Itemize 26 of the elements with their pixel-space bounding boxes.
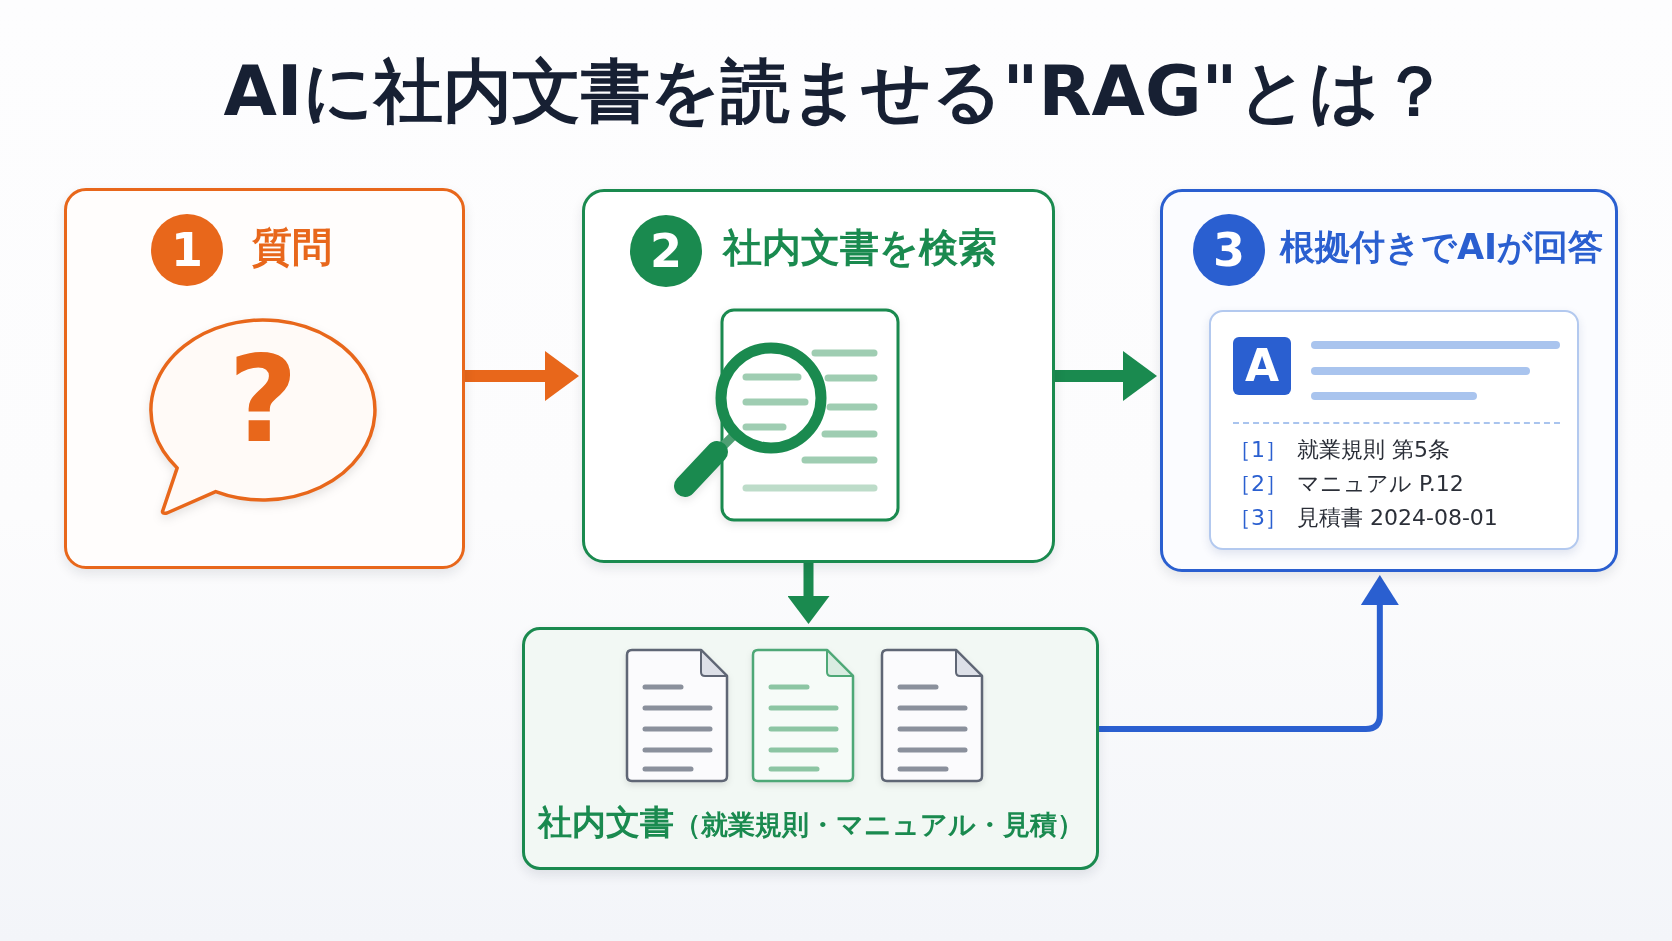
citation-number: ［2］ bbox=[1229, 471, 1287, 498]
letter-tile: A bbox=[1233, 337, 1291, 395]
number-circle: 1 bbox=[151, 214, 223, 286]
step-heading: 社内文書を検索 bbox=[723, 224, 997, 272]
citation-text: マニュアル P.12 bbox=[1297, 471, 1464, 498]
citation-number: ［1］ bbox=[1229, 437, 1287, 464]
step-box bbox=[582, 189, 1055, 563]
citation-number: ［3］ bbox=[1229, 505, 1287, 532]
step-heading: 質問 bbox=[252, 223, 332, 271]
store-title: 社内文書 bbox=[537, 802, 674, 843]
document-store-box bbox=[522, 627, 1099, 870]
answer-card bbox=[1209, 310, 1579, 550]
citation-text: 就業規則 第5条 bbox=[1297, 437, 1450, 464]
arrow bbox=[1099, 575, 1399, 733]
store-subtitle: （就業規則・マニュアル・見積） bbox=[673, 809, 1084, 842]
title: AIに社内文書を読ませる"RAG"とは？ bbox=[223, 50, 1449, 133]
citation-text: 見積書 2024-08-01 bbox=[1297, 505, 1498, 532]
arrow bbox=[787, 563, 830, 624]
number-circle: 3 bbox=[1193, 214, 1265, 286]
step-heading: 根拠付きでAIが回答 bbox=[1280, 226, 1604, 268]
number-circle: 2 bbox=[630, 215, 702, 287]
arrow bbox=[465, 351, 579, 401]
step-box bbox=[1160, 189, 1618, 572]
arrow bbox=[1055, 351, 1157, 401]
step-box bbox=[64, 188, 465, 569]
speech-bubble: ? bbox=[147, 316, 379, 516]
